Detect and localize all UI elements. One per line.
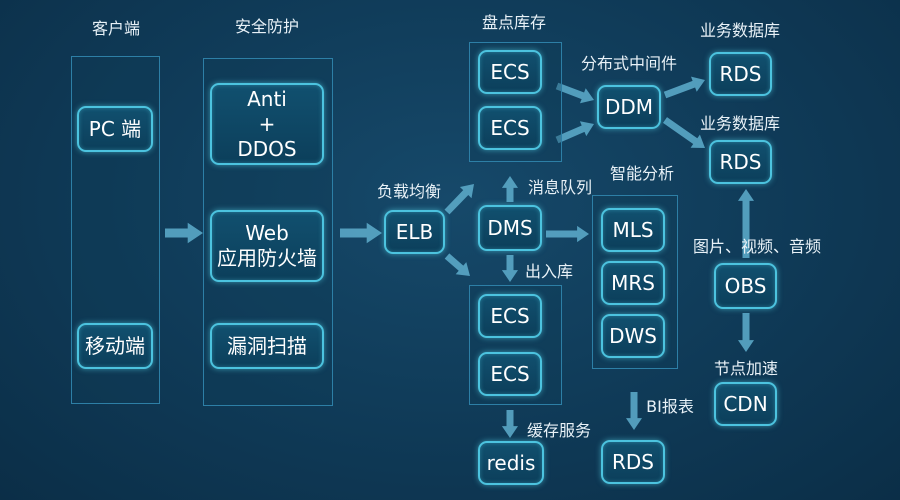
elb-node[interactable]: ELB — [384, 210, 445, 254]
label-security: 安全防护 — [234, 17, 300, 36]
anti-ddos-node[interactable]: Anti + DDOS — [210, 83, 324, 165]
arrow-elb-to-outbound — [444, 253, 470, 276]
arrow-client-to-security — [165, 222, 203, 244]
cdn-node[interactable]: CDN — [714, 382, 777, 426]
rds-label-2: RDS — [719, 149, 762, 174]
arrow-security-to-elb — [340, 222, 382, 244]
anti-ddos-line-3: DDOS — [237, 136, 297, 161]
ecs-label-2: ECS — [490, 115, 530, 140]
label-smart-analysis: 智能分析 — [609, 164, 675, 183]
arrow-ddm-to-rds1 — [663, 76, 705, 99]
arrow-to-bi-rds — [626, 392, 642, 430]
web-firewall-line-1: Web — [245, 221, 289, 245]
mls-label: MLS — [612, 217, 654, 242]
anti-ddos-line-1: Anti — [247, 86, 287, 111]
label-inventory: 盘点库存 — [481, 13, 547, 32]
ecs-label-1: ECS — [490, 59, 530, 84]
ecs-node-4[interactable]: ECS — [478, 352, 542, 396]
ddm-node[interactable]: DDM — [597, 85, 661, 129]
label-client: 客户端 — [91, 19, 141, 38]
rds-label-1: RDS — [719, 61, 762, 86]
mrs-label: MRS — [611, 270, 655, 295]
label-business-db-2: 业务数据库 — [699, 114, 781, 133]
arrow-ddm-to-rds2 — [663, 117, 705, 148]
rds-bi-label: RDS — [612, 449, 654, 474]
dms-node[interactable]: DMS — [478, 205, 542, 251]
vuln-scan-node[interactable]: 漏洞扫描 — [210, 323, 324, 369]
elb-label: ELB — [395, 219, 434, 244]
label-load-balance: 负载均衡 — [376, 182, 442, 201]
arrow-ecs1-to-ddm — [555, 82, 594, 104]
redis-label: redis — [486, 450, 536, 475]
cdn-label: CDN — [723, 391, 768, 416]
ddm-label: DDM — [604, 94, 654, 119]
web-firewall-line-2: 应用防火墙 — [217, 246, 317, 270]
obs-label: OBS — [724, 273, 767, 298]
label-outbound: 出入库 — [524, 262, 574, 281]
arrow-dms-up — [501, 176, 518, 202]
mobile-client-node[interactable]: 移动端 — [77, 323, 153, 369]
label-business-db-1: 业务数据库 — [699, 21, 781, 40]
dws-label: DWS — [609, 323, 657, 348]
arrow-obs-to-cdn — [738, 313, 754, 352]
pc-client-label: PC 端 — [88, 116, 142, 141]
ecs-label-4: ECS — [490, 361, 530, 386]
arrow-elb-to-inventory — [444, 184, 474, 215]
ecs-node-1[interactable]: ECS — [478, 50, 542, 94]
ecs-label-3: ECS — [490, 303, 530, 328]
web-firewall-node[interactable]: Web 应用防火墙 — [210, 210, 324, 282]
label-cache-service: 缓存服务 — [526, 421, 592, 440]
mobile-client-label: 移动端 — [85, 333, 145, 358]
dws-node[interactable]: DWS — [601, 314, 665, 358]
label-middleware: 分布式中间件 — [580, 54, 678, 73]
mls-node[interactable]: MLS — [601, 208, 665, 252]
mrs-node[interactable]: MRS — [601, 261, 665, 305]
arrow-obs-to-rds2 — [738, 189, 754, 258]
arrow-dms-to-analysis — [546, 225, 589, 243]
obs-node[interactable]: OBS — [714, 263, 777, 309]
ecs-node-2[interactable]: ECS — [478, 106, 542, 150]
vuln-scan-label: 漏洞扫描 — [227, 333, 307, 358]
arrow-dms-down — [501, 255, 518, 282]
anti-ddos-line-2: + — [258, 111, 276, 136]
label-message-queue: 消息队列 — [527, 178, 593, 197]
redis-node[interactable]: redis — [478, 441, 544, 485]
pc-client-node[interactable]: PC 端 — [77, 106, 153, 152]
label-media: 图片、视频、音频 — [692, 237, 822, 256]
arrow-ecs2-to-ddm — [555, 121, 594, 144]
arrow-outbound-to-redis — [501, 410, 518, 438]
rds-node-2[interactable]: RDS — [709, 140, 772, 184]
rds-node-1[interactable]: RDS — [709, 52, 772, 96]
ecs-node-3[interactable]: ECS — [478, 294, 542, 338]
rds-bi-node[interactable]: RDS — [601, 440, 665, 484]
label-bi-report: BI报表 — [646, 397, 694, 416]
dms-label: DMS — [487, 215, 533, 240]
label-node-accel: 节点加速 — [713, 359, 779, 378]
